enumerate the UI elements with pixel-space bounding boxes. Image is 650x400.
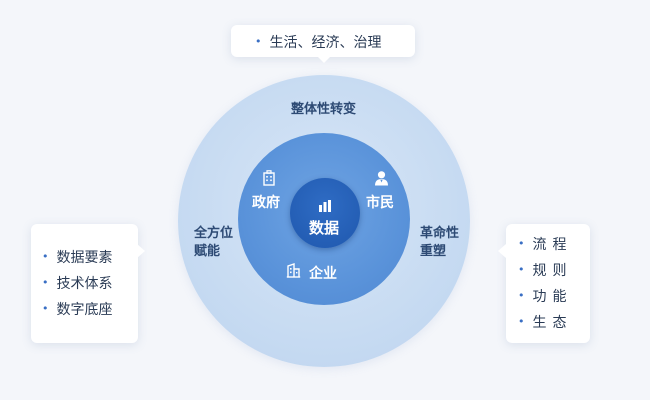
callout-right-text: 生态 xyxy=(532,315,573,331)
bullet-dot: • xyxy=(42,276,49,289)
bullet-dot: • xyxy=(518,315,525,328)
outer-label-top: 整体性转变 xyxy=(291,102,357,117)
callout-left xyxy=(31,224,138,343)
bullet-dot: • xyxy=(255,35,262,48)
callout-left-item: • 数据要素 xyxy=(42,247,113,267)
callout-right-text: 功能 xyxy=(532,289,573,305)
callout-top-item: • 生活、经济、治理 xyxy=(255,32,382,52)
callout-right-text: 流程 xyxy=(532,237,573,253)
outer-label-right-1: 革命性 xyxy=(420,226,460,241)
callout-right-item: • 规则 xyxy=(518,260,573,280)
callout-left-text: 数据要素 xyxy=(56,250,113,266)
enterprise-building-icon xyxy=(286,263,301,278)
bar-chart-icon xyxy=(319,200,331,212)
callout-left-item: • 技术体系 xyxy=(42,273,113,293)
core-label: 数据 xyxy=(309,219,340,237)
callout-left-pointer xyxy=(137,244,145,258)
building-icon xyxy=(263,170,275,186)
callout-right-item: • 生态 xyxy=(518,312,573,332)
callout-right-item: • 流程 xyxy=(518,234,573,254)
callout-top-text: 生活、经济、治理 xyxy=(269,35,382,51)
callout-right-text: 规则 xyxy=(532,263,573,279)
callout-left-item: • 数字底座 xyxy=(42,299,113,319)
inner-core xyxy=(290,178,360,248)
middle-label-government: 政府 xyxy=(252,195,280,211)
callout-right-item: • 功能 xyxy=(518,286,573,306)
callout-left-text: 数字底座 xyxy=(56,302,113,318)
bullet-dot: • xyxy=(42,302,49,315)
bullet-dot: • xyxy=(518,263,525,276)
callout-right xyxy=(506,224,590,343)
outer-label-left-2: 赋能 xyxy=(194,244,221,259)
callout-top-pointer xyxy=(317,56,331,63)
bullet-dot: • xyxy=(42,250,49,263)
bullet-dot: • xyxy=(518,289,525,302)
callout-left-text: 技术体系 xyxy=(56,276,113,292)
person-icon xyxy=(375,171,388,186)
middle-label-citizens: 市民 xyxy=(366,195,394,211)
outer-label-left-1: 全方位 xyxy=(194,226,234,241)
callout-right-pointer xyxy=(498,244,506,258)
callout-top xyxy=(231,25,415,57)
bullet-dot: • xyxy=(518,237,525,250)
middle-label-enterprise: 企业 xyxy=(309,266,337,282)
outer-label-right-2: 重塑 xyxy=(420,244,447,259)
